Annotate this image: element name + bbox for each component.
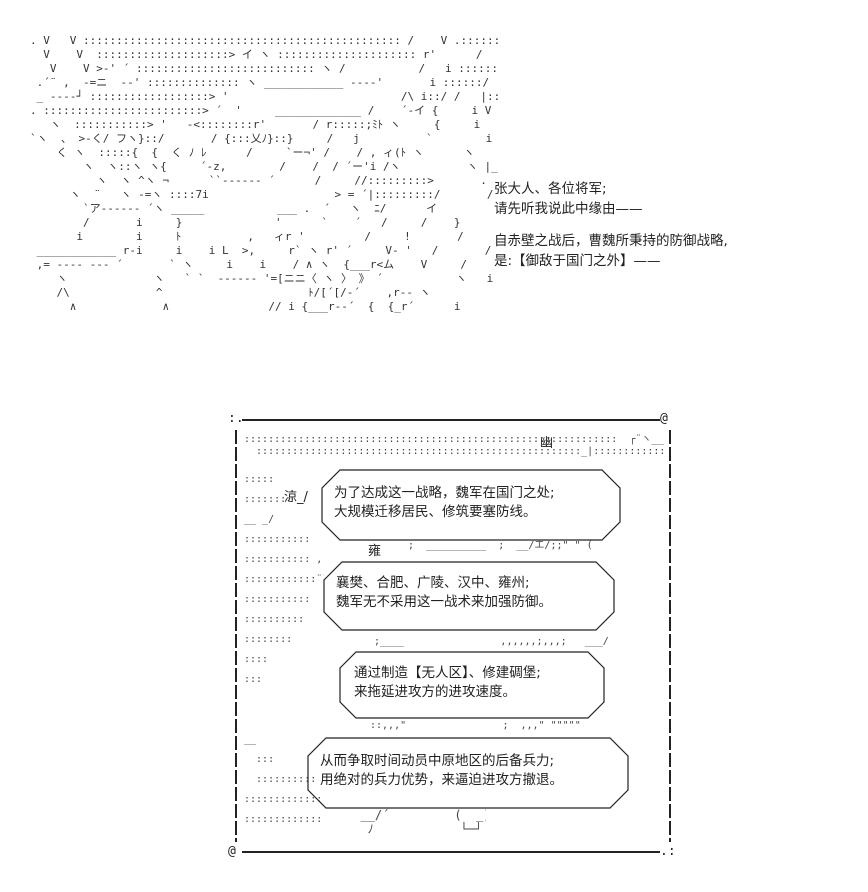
bubble-2-outline — [323, 561, 615, 631]
bubble-3-line-2: 来拖延进攻方的进攻速度。 — [354, 684, 516, 700]
ascii-art-character: . V V ::::::::::::::::::::::::::::::::::… — [30, 34, 500, 313]
speech-gap — [494, 219, 728, 232]
speech-text: 张大人、各位将军; 请先听我说此中缘由—— 自赤壁之战后，曹魏所秉持的防御战略,… — [494, 180, 728, 271]
speech-line-4: 是:【御敌于国门之外】—— — [494, 252, 661, 269]
bubble-4-line-2: 用绝对的兵力优势，来逼迫进攻方撤退。 — [320, 772, 563, 788]
frame-corner-bottom-right: .: — [660, 844, 676, 859]
speech-bubble-2: 襄樊、合肥、广陵、汉中、雍州; 魏军无不采用这一战术来加强防御。 — [320, 558, 618, 634]
place-label-you: 幽 — [540, 436, 554, 451]
place-label-liang: 涼_/ — [284, 490, 308, 505]
frame-art-bottom: __/´ ( _) ﾉ └─┘ — [360, 808, 486, 836]
speech-line-1: 张大人、各位将军; — [494, 181, 607, 197]
speech-line-3: 自赤壁之战后，曹魏所秉持的防御战略, — [494, 233, 728, 249]
speech-bubble-3: 通过制造【无人区】、修建碉堡; 来拖延进攻方的进攻速度。 — [336, 648, 608, 722]
speech-bubble-1: 为了达成这一战略，魏军在国门之处; 大规模迁移居民、修筑要塞防线。 — [318, 466, 624, 544]
bubble-1-line-2: 大规模迁移居民、修筑要塞防线。 — [334, 504, 537, 520]
frame-border — [235, 419, 671, 853]
frame-art-strip-3: ::,,," ; ,,," """"" — [370, 720, 581, 731]
frame-art-strip-2: ;____ ,,,,,,;,,,; ___/ — [374, 636, 609, 647]
frame-corner-top-left: :. — [228, 411, 244, 426]
bubble-2-line-1: 襄樊、合肥、广陵、汉中、雍州; — [336, 575, 530, 591]
frame-corner-bottom-left: @ — [228, 844, 236, 859]
bubble-4-outline — [307, 737, 629, 809]
bubble-4-line-1: 从而争取时间动员中原地区的后备兵力; — [320, 753, 555, 769]
bubble-1-outline — [321, 469, 621, 541]
place-label-yong: 雍 — [368, 544, 382, 559]
bubble-1-line-1: 为了达成这一战略，魏军在国门之处; — [334, 485, 555, 501]
story-panel-frame: :. @ @ .: ::::::::::::::::::::::::::::::… — [228, 411, 676, 860]
bubble-3-outline — [339, 651, 605, 719]
speech-line-2: 请先听我说此中缘由—— — [494, 200, 643, 217]
speech-bubble-4: 从而争取时间动员中原地区的后备兵力; 用绝对的兵力优势，来逼迫进攻方撤退。 — [304, 734, 632, 812]
frame-art-strip-1: ; __________ ; __/エ/;;" " ( — [408, 540, 593, 551]
frame-art-top: ::::::::::::::::::::::::::::::::::::::::… — [244, 434, 664, 457]
bubble-2-line-2: 魏军无不采用这一战术来加强防御。 — [336, 594, 552, 610]
frame-corner-top-right: @ — [660, 411, 668, 426]
frame-art-left: ::::: :::::::: __ _/ ::::::::::: :::::::… — [244, 474, 324, 825]
bubble-3-line-1: 通过制造【无人区】、修建碉堡; — [354, 665, 541, 681]
